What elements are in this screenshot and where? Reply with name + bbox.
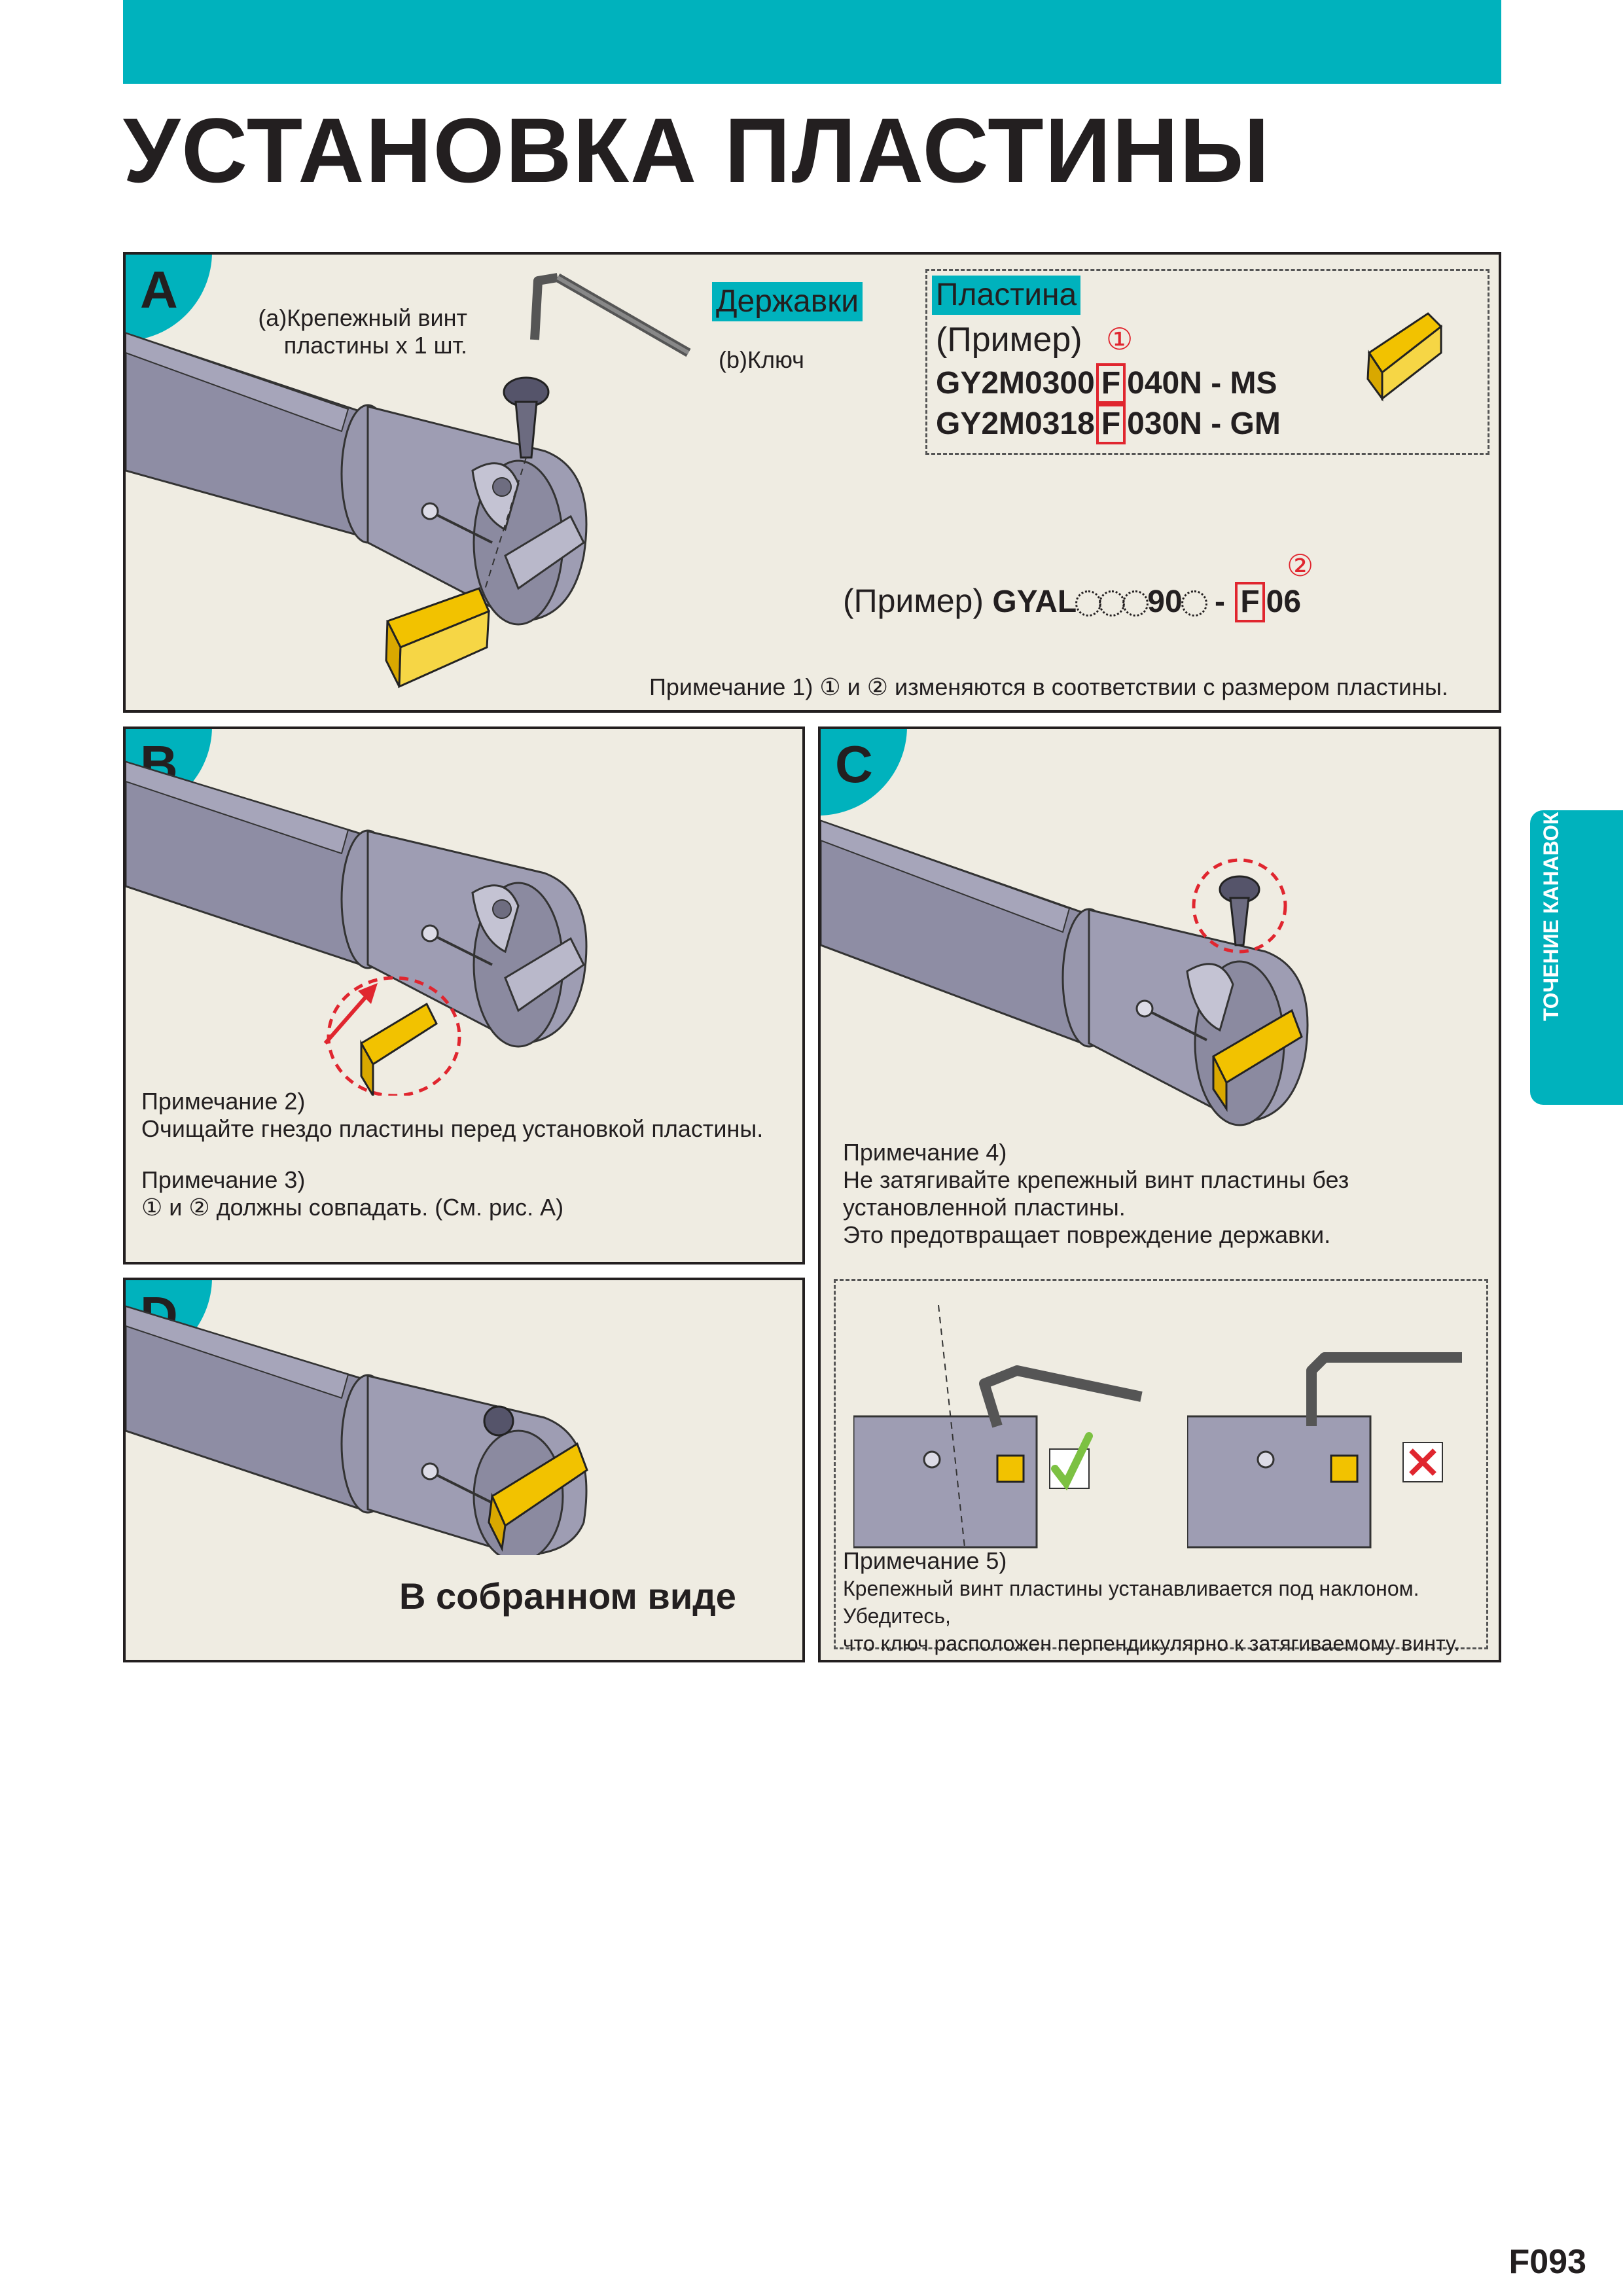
panel-a: A (a)Крепежный винт пластины x 1 шт. Дер… — [123, 252, 1501, 713]
holder-illustration — [126, 761, 588, 1096]
holder-tag: Державки — [712, 282, 863, 321]
panel-b: B Примечание 2) Очищайте гнездо пластины… — [123, 726, 805, 1265]
header-bar — [123, 0, 1501, 84]
insert-example-box — [925, 269, 1489, 455]
insert-tag: Пластина — [932, 276, 1081, 315]
panel-letter: A — [140, 260, 178, 319]
note-4: Примечание 4) Не затягивайте крепежный в… — [843, 1139, 1349, 1248]
marker-2: ② — [1287, 548, 1314, 583]
page-title: УСТАНОВКА ПЛАСТИНЫ — [123, 99, 1271, 202]
page-number: F093 — [1508, 2243, 1586, 2281]
insert-code-2-highlight: F — [1096, 404, 1126, 444]
holder-illustration — [126, 273, 691, 689]
note-5: Примечание 5) Крепежный винт пластины ус… — [843, 1547, 1460, 1655]
panel-letter: C — [835, 735, 873, 793]
holder-illustration — [821, 819, 1309, 1126]
insert-icon — [1366, 312, 1443, 402]
marker-1: ① — [1106, 322, 1133, 356]
note-3: Примечание 3) ① и ② должны совпадать. (С… — [141, 1166, 564, 1221]
tilt-note-box — [834, 1279, 1488, 1649]
assembled-caption: В собранном виде — [399, 1575, 736, 1617]
screw-label: (a)Крепежный винт пластины x 1 шт. — [258, 304, 467, 359]
note-2: Примечание 2) Очищайте гнездо пластины п… — [141, 1088, 764, 1142]
section-tab[interactable] — [1530, 810, 1623, 1105]
holder-illustration — [126, 1305, 588, 1555]
section-tab-label: ТОЧЕНИЕ КАНАВОК — [1539, 812, 1563, 1021]
wrong-key-illustration — [1187, 1352, 1462, 1549]
insert-code-1-highlight: F — [1096, 363, 1126, 404]
panel-c: C Примечание 4) Не затягивайте крепежный… — [818, 726, 1501, 1662]
correct-key-illustration — [853, 1305, 1143, 1549]
note-1: Примечание 1) ① и ② изменяются в соответ… — [649, 673, 1448, 700]
key-label: (b)Ключ — [719, 346, 804, 373]
insert-code-3-highlight: F — [1235, 582, 1265, 622]
example-label: (Пример) — [936, 321, 1082, 359]
panel-d: D В собранном виде — [123, 1278, 805, 1662]
